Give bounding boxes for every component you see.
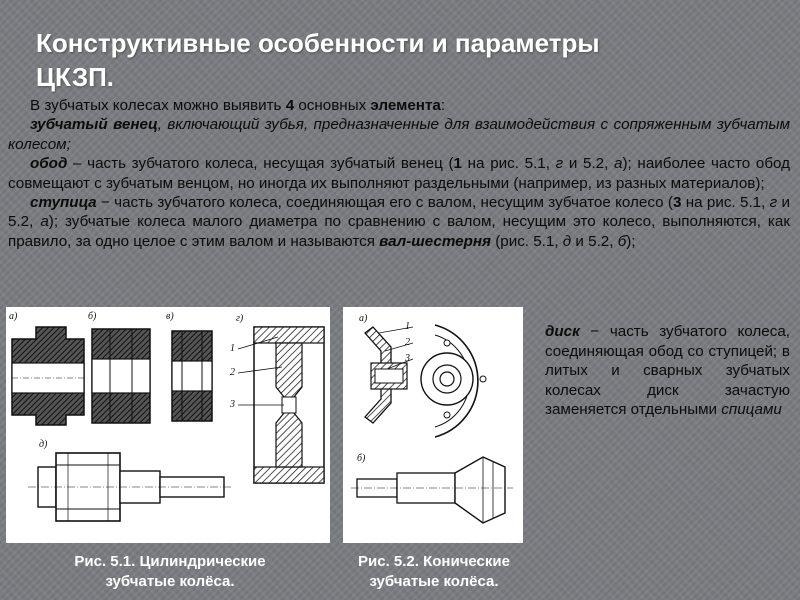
bevel-gear-a: [364, 324, 487, 438]
figure1-caption-line1: Рис. 5.1. Цилиндрические: [74, 553, 266, 570]
rim-text-1: – часть зубчатого колеса, несущая зубчат…: [67, 155, 454, 173]
hub-term-shaft-gear: вал-шестерня: [379, 232, 491, 250]
slide-title-line2: ЦКЗП.: [36, 62, 115, 92]
hub-ref-3: 3: [672, 194, 682, 212]
body-text: В зубчатых колесах можно выявить 4 основ…: [8, 96, 790, 251]
fig2-label-a: а): [359, 313, 368, 324]
rim-text-2: на рис. 5.1,: [461, 155, 556, 173]
rim-ref-1: 1: [453, 155, 462, 173]
figure1-caption-line2: зубчатые колёса.: [105, 573, 235, 590]
hub-text-2: на рис. 5.1,: [681, 194, 770, 212]
rim-text-3: и 5.2,: [563, 155, 615, 173]
figure1-caption: Рис. 5.1. Цилиндрические зубчатые колёса…: [22, 552, 318, 592]
rim-text-4: ); наиболее часто обод совмещают с зубча…: [8, 155, 790, 192]
gear-b-section: [91, 328, 151, 424]
cylindrical-gears-drawing: а) б) в) г) д) 1 2 3: [9, 311, 325, 522]
hub-text-4: ); зубчатые колеса малого диаметра по ср…: [8, 213, 790, 250]
gear-g-section: [237, 326, 325, 484]
hub-ref-d: д: [562, 232, 572, 250]
hub-term: ступица: [30, 194, 97, 212]
figure-bevel-gears: а) б) 1 2 3: [343, 307, 523, 543]
fig2-label-b: б): [357, 453, 366, 464]
rim-ref-g: г: [555, 155, 564, 173]
hub-text-7: );: [626, 232, 636, 250]
fig1-label-b: б): [88, 311, 97, 322]
figure2-caption: Рис. 5.2. Конические зубчатые колёса.: [334, 552, 534, 592]
crown-term: зубчатый венец: [30, 116, 158, 134]
fig2-callout-1: 1: [405, 321, 410, 332]
fig1-label-v: в): [166, 311, 174, 322]
gear-a-section: [11, 326, 85, 426]
slide-title: Конструктивные особенности и параметры Ц…: [36, 26, 736, 94]
fig1-label-d: д): [39, 439, 48, 450]
gear-d-shaft: [28, 452, 232, 522]
hub-text-5: (рис. 5.1,: [491, 232, 563, 250]
intro-colon: :: [440, 97, 446, 114]
fig1-label-a: а): [9, 311, 18, 322]
intro-text-2: основных: [294, 97, 371, 114]
slide-title-line1: Конструктивные особенности и параметры: [36, 28, 600, 58]
gear-v-section: [171, 330, 213, 422]
crown-paragraph: зубчатый венец, включающий зубья, предна…: [8, 115, 790, 154]
intro-term: элемента: [370, 97, 441, 114]
bevel-gear-b: [351, 456, 513, 524]
fig2-callout-2: 2: [405, 337, 410, 348]
bevel-gears-drawing: а) б) 1 2 3: [351, 313, 513, 524]
intro-paragraph: В зубчатых колесах можно выявить 4 основ…: [8, 96, 790, 115]
fig1-callout-3: 3: [229, 399, 235, 410]
hub-ref-a: а: [40, 213, 49, 231]
crown-text: , включающий зубья, предназначенные для …: [8, 116, 790, 153]
hub-text-6: и 5.2,: [571, 232, 618, 250]
disk-text-spokes: спицами: [721, 401, 782, 419]
fig1-callout-1: 1: [230, 343, 235, 354]
hub-ref-b: б: [617, 232, 627, 250]
intro-text: В зубчатых колесах можно выявить: [30, 97, 286, 114]
figure2-caption-line2: зубчатые колёса.: [369, 573, 499, 590]
rim-paragraph: обод – часть зубчатого колеса, несущая з…: [8, 154, 790, 193]
figure2-caption-line1: Рис. 5.2. Конические: [358, 553, 510, 570]
disk-definition: диск − часть зубчатого колеса, соединяющ…: [545, 322, 790, 420]
fig1-label-g: г): [236, 313, 244, 324]
intro-count: 4: [285, 97, 295, 114]
hub-paragraph: ступица − часть зубчатого колеса, соедин…: [8, 193, 790, 251]
hub-text-3: и 5.2,: [8, 194, 790, 231]
hub-ref-g: г: [769, 194, 778, 212]
disk-term: диск: [545, 323, 580, 340]
fig1-callout-2: 2: [230, 367, 235, 378]
figure-cylindrical-gears: а) б) в) г) д) 1 2 3: [6, 307, 330, 543]
rim-term: обод: [30, 155, 68, 173]
disk-text: − часть зубчатого колеса, соединяющая об…: [545, 323, 790, 419]
hub-text-1: − часть зубчатого колеса, соединяющая ег…: [96, 194, 673, 212]
fig2-callout-3: 3: [404, 353, 410, 364]
rim-ref-a: а: [614, 155, 623, 173]
